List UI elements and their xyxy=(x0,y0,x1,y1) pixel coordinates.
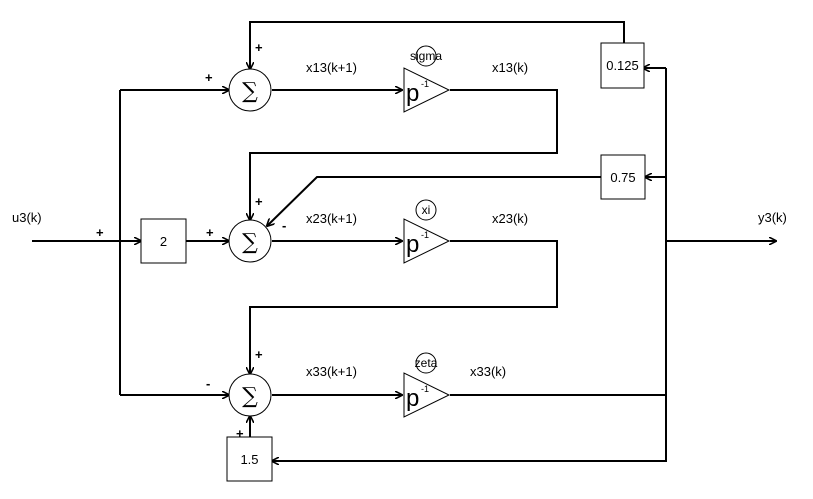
fb-gain-075-to-mid-sum xyxy=(267,176,601,226)
param-xi-marker xyxy=(415,199,437,221)
sign-mid-sum-feedback: - xyxy=(282,218,286,233)
delay-block-top: p -1 sigma xyxy=(403,45,451,113)
sign-bot-sum-input: - xyxy=(206,376,210,391)
gain-2-label: 2 xyxy=(160,234,167,249)
delay-exponent: -1 xyxy=(421,230,429,240)
gain-0125-label: 0.125 xyxy=(606,58,639,73)
signal-x13-next: x13(k+1) xyxy=(306,60,357,75)
param-xi-label: xi xyxy=(422,203,431,217)
signal-x33-next: x33(k+1) xyxy=(306,364,357,379)
sign-top-sum-input: + xyxy=(205,70,213,85)
signal-u3: u3(k) xyxy=(12,210,42,225)
delay-block-mid: p -1 xi xyxy=(403,199,451,264)
delay-operator: p xyxy=(406,80,419,107)
delay-block-bottom: p -1 zeta xyxy=(403,352,451,418)
signal-x13: x13(k) xyxy=(492,60,528,75)
sign-top-sum-feedback: + xyxy=(255,40,263,55)
gain-0125-block xyxy=(600,42,645,89)
sum-symbol: ∑ xyxy=(242,79,258,104)
gain-15-label: 1.5 xyxy=(240,452,258,467)
fb-gain-0125-to-top-sum xyxy=(250,21,625,69)
delay-operator: p xyxy=(406,385,419,412)
sum-junction-top: ∑ xyxy=(228,68,272,112)
sign-input-junction: + xyxy=(96,225,104,240)
sign-bot-sum-feedback: + xyxy=(236,426,244,441)
param-zeta-marker xyxy=(415,352,437,374)
gain-075-block xyxy=(600,154,646,200)
delay-exponent: -1 xyxy=(421,384,429,394)
gain-2-block xyxy=(140,218,187,264)
sum-junction-mid: ∑ xyxy=(228,219,272,263)
delay-operator: p xyxy=(406,231,419,258)
sum-junction-bottom: ∑ xyxy=(228,373,272,417)
param-sigma-marker xyxy=(415,45,437,67)
param-sigma-label: sigma xyxy=(410,49,442,63)
signal-x23: x23(k) xyxy=(492,211,528,226)
signal-x23-next: x23(k+1) xyxy=(306,211,357,226)
sum-symbol: ∑ xyxy=(242,230,258,255)
gain-15-block xyxy=(226,436,273,482)
sign-mid-sum-input: + xyxy=(206,225,214,240)
signal-x33: x33(k) xyxy=(470,364,506,379)
signal-y3: y3(k) xyxy=(758,210,787,225)
fb-to-gain-15 xyxy=(272,395,667,461)
gain-075-label: 0.75 xyxy=(610,170,635,185)
sign-mid-sum-cascade: + xyxy=(255,194,263,209)
x13-to-mid-sum xyxy=(250,89,558,220)
x23-to-bot-sum xyxy=(250,240,558,374)
delay-exponent: -1 xyxy=(421,79,429,89)
sum-symbol: ∑ xyxy=(242,384,258,409)
sign-bot-sum-cascade: + xyxy=(255,347,263,362)
param-zeta-label: zeta xyxy=(415,356,438,370)
